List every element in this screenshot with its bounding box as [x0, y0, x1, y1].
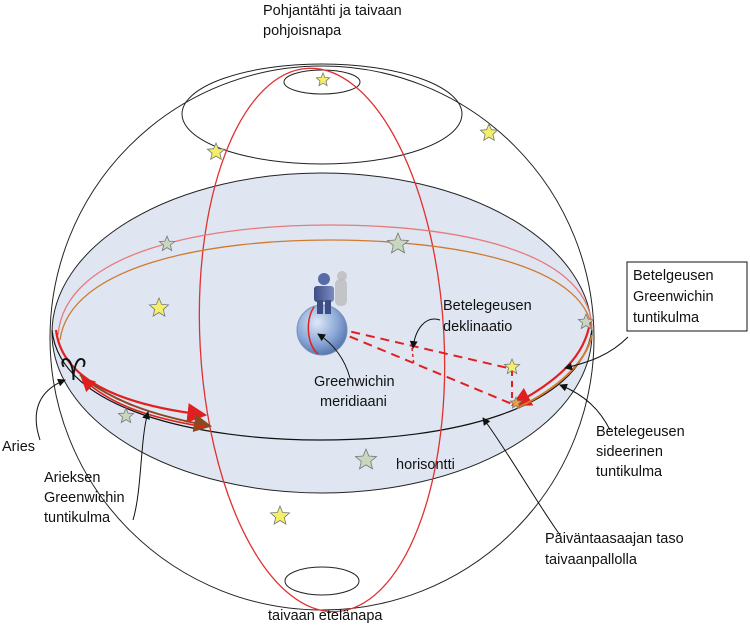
equator-plane-label-line2: taivaanpallolla: [545, 552, 638, 568]
declination-label-line2: deklinaatio: [443, 319, 512, 335]
aries-gha-arc-start: [80, 376, 206, 428]
betelgeuse-sha-arc: [516, 334, 593, 409]
leader-betelgeuse-sha: [559, 383, 611, 431]
leader-aries: [35, 378, 66, 441]
greenwich-meridian-circle: [198, 67, 446, 613]
star-icon: [386, 231, 410, 254]
star-icon: [503, 357, 521, 375]
north-pole-label-line1: Pohjantähti ja taivaan: [263, 3, 402, 19]
declination-dash-2: [321, 324, 513, 405]
star-icon: [206, 141, 226, 161]
star-icon: [354, 447, 378, 470]
sha-label-line2: sideerinen: [596, 444, 663, 460]
aries-gha-label-line2: Greenwichin: [44, 490, 125, 506]
aries-gha-label-line3: tuntikulma: [44, 510, 111, 526]
star-icon: [117, 406, 135, 424]
betelgeuse-gha-box: [626, 261, 748, 332]
horizon-label: horisontti: [396, 457, 455, 473]
south-pole-ellipse: [284, 566, 360, 596]
leader-declination: [409, 318, 441, 349]
star-icon: [269, 504, 291, 525]
star-icon: [509, 395, 523, 409]
betelgeuse-gha-arc: [54, 329, 208, 423]
betelgeuse-gha-label-line1: Betelgeusen: [633, 268, 714, 284]
star-icon: [315, 71, 331, 87]
north-circle: [181, 63, 463, 165]
equator-arc-pink: [57, 224, 593, 336]
star-icon: [158, 234, 176, 252]
star-icon: [148, 296, 170, 317]
greenwich-meridian-label-line2: meridiaani: [320, 394, 387, 410]
aries-symbol: ♈: [60, 353, 87, 388]
earth-meridian-red: [307, 306, 319, 355]
leader-equator-plane: [482, 417, 561, 536]
stars-layer: [117, 71, 595, 525]
sha-label-line1: Betelegeusen: [596, 424, 685, 440]
aries-label: Aries: [2, 439, 35, 455]
leader-betelgeuse-gha: [564, 336, 629, 371]
star-icon: [577, 312, 595, 330]
observer-figure: [314, 271, 347, 314]
betelgeuse-gha-label-line3: tuntikulma: [633, 310, 700, 326]
south-pole-label: taivaan etelänapa: [268, 608, 383, 624]
north-pole-label-line2: pohjoisnapa: [263, 23, 342, 39]
equator-plane-label-line1: Päiväntaasaajan taso: [545, 531, 684, 547]
leader-greenwich-meridian: [317, 333, 351, 379]
sha-label-line3: tuntikulma: [596, 464, 663, 480]
star-icon: [479, 122, 499, 142]
declination-label-line1: Betelegeusen: [443, 298, 532, 314]
leader-aries-gha: [132, 411, 150, 521]
greenwich-meridian-label-line1: Greenwichin: [314, 374, 395, 390]
betelgeuse-gha-label-line2: Greenwichin: [633, 289, 714, 305]
equator-arc-orange: [59, 239, 593, 341]
aries-gha-label-line1: Arieksen: [44, 470, 100, 486]
